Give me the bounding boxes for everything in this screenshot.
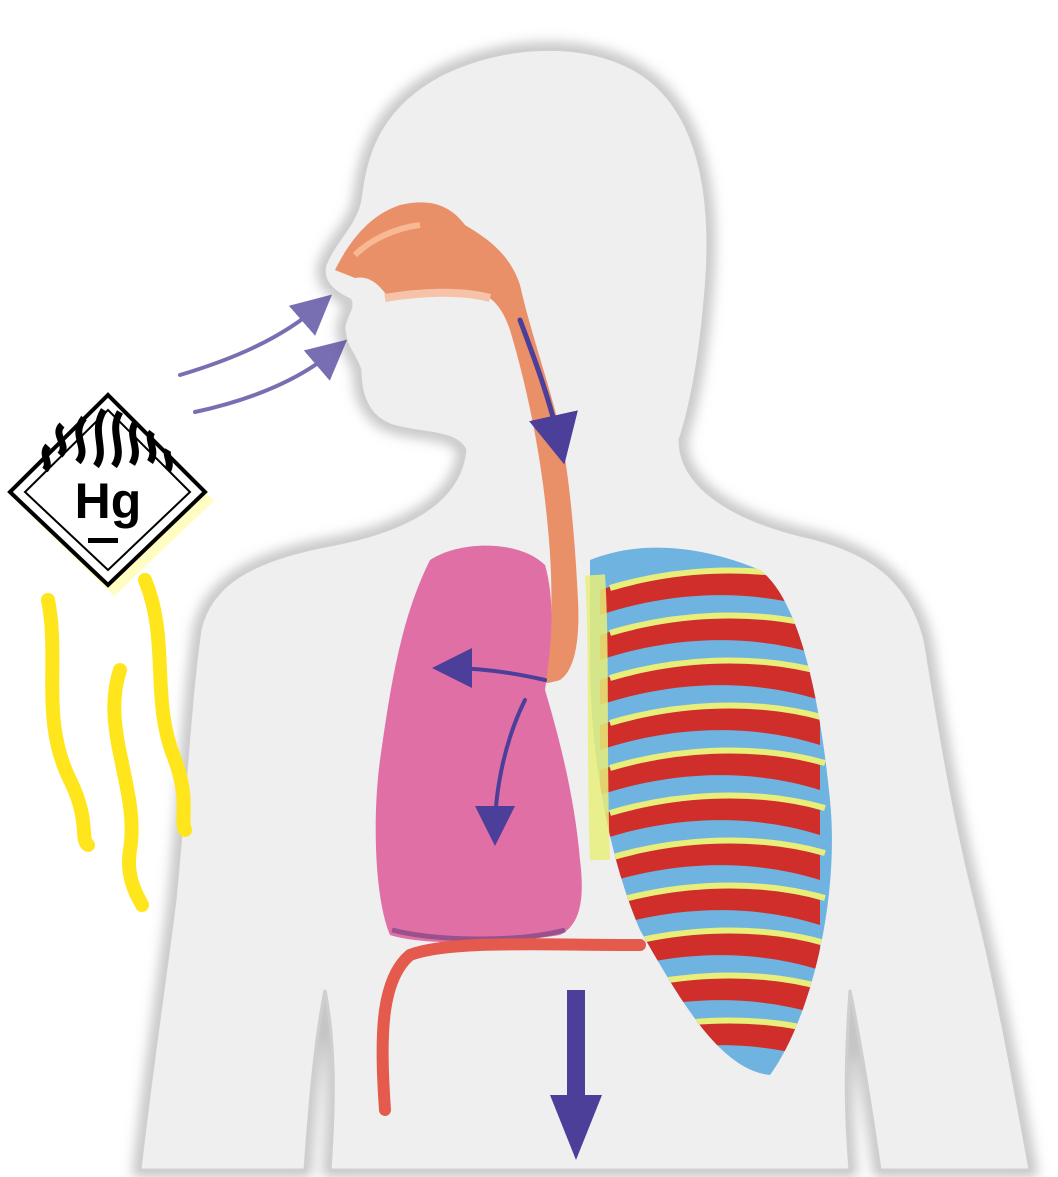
mercury-hazard-sign: Hg <box>10 395 214 596</box>
hazard-symbol-label: Hg <box>75 473 142 529</box>
inhale-arrow-upper <box>180 305 320 375</box>
inhale-arrow-lower <box>195 350 335 412</box>
mercury-vapor <box>48 580 185 905</box>
hazard-underline <box>88 538 118 543</box>
